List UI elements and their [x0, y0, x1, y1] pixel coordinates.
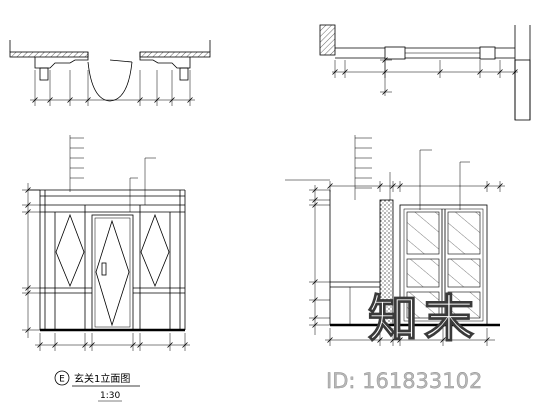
door-handle-icon: [101, 262, 107, 276]
elevation-foyer-2: [285, 135, 505, 346]
elevation-foyer-1: [22, 135, 190, 351]
door-inner-frame: [94, 217, 131, 328]
glass-cabinet: [399, 204, 488, 326]
side-panel-diamond-left: [55, 213, 85, 288]
view-marker-circle: [54, 370, 70, 386]
plan-view-left: [9, 40, 211, 106]
door-swing-arc: [87, 61, 133, 102]
side-panel-diamond-right: [140, 213, 170, 288]
door-leaf: [109, 59, 133, 63]
plan-view-right: [319, 24, 531, 121]
watermark-brand: 知末: [368, 290, 480, 348]
annotation-leaders: [69, 135, 156, 212]
dimension-line-vertical: [22, 183, 40, 338]
cabinet-inner-frame: [403, 208, 484, 322]
glass-panel: [406, 211, 440, 255]
glass-panel: [447, 258, 481, 288]
dimension-line-horizontal: [35, 333, 190, 351]
annotation-leaders: [285, 135, 470, 210]
column-section: [319, 24, 336, 56]
door-casing-left: [34, 52, 89, 69]
watermark-id: ID: 161833102: [326, 369, 482, 393]
window-opening: [479, 46, 496, 60]
dimension-line-plan-right: [332, 57, 518, 96]
glass-panel: [447, 211, 481, 255]
drawing-title: 玄关1立面图: [74, 372, 130, 385]
casing-block-left: [39, 67, 49, 81]
wall-niche: [514, 59, 531, 121]
dimension-line-top: [327, 181, 505, 192]
dimension-line-plan-left: [30, 70, 195, 106]
title-block-elevation-1: E 玄关1立面图 1:30: [54, 370, 140, 402]
glass-panel: [447, 291, 481, 319]
door-diamond-panel: [95, 219, 130, 327]
wall-section-left: [9, 51, 89, 58]
dimension-line-horizontal: [325, 328, 495, 346]
glass-panel: [406, 258, 440, 288]
dimension-line-vertical: [309, 185, 330, 335]
wall-frame: [28, 189, 186, 330]
view-marker-label: E: [59, 375, 65, 385]
drawing-scale: 1:30: [100, 391, 120, 401]
wall-section-right: [139, 51, 211, 58]
casing-block-right: [179, 67, 189, 81]
glass-panel: [406, 291, 440, 319]
